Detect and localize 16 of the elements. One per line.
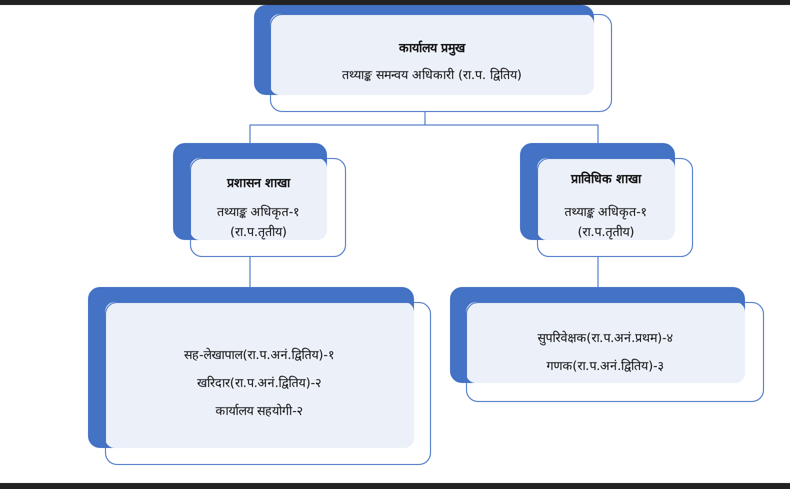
box-text: कार्यालय सहयोगी-२: [214, 402, 305, 420]
box-text: तथ्याङ्क अधिकृत-१ (रा.प.तृतीय): [563, 203, 649, 242]
org-box: [254, 5, 612, 112]
org-box: [450, 287, 764, 402]
box-text: खरिदार(रा.प.अनं.द्वितिय)-२: [196, 374, 324, 392]
box-heading: कार्यालय प्रमुख: [398, 39, 467, 58]
org-box: [520, 143, 693, 257]
org-box: [173, 143, 346, 257]
org-box: [88, 287, 431, 465]
box-text: तथ्याङ्क समन्वय अधिकारी (रा.प. द्वितिय): [341, 66, 523, 84]
box-text: तथ्याङ्क अधिकृत-१ (रा.प.तृतीय): [216, 203, 302, 242]
box-text: गणक(रा.प.अनं.द्वितिय)-३: [545, 357, 666, 375]
box-heading: प्रशासन शाखा: [226, 174, 292, 192]
box-text: सह-लेखापाल(रा.प.अनं.द्वितिय)-१: [183, 346, 336, 364]
box-text: सुपरिवेक्षक(रा.प.अनं.प्रथम)-४: [536, 329, 675, 348]
box-heading: प्राविधिक शाखा: [570, 170, 643, 188]
